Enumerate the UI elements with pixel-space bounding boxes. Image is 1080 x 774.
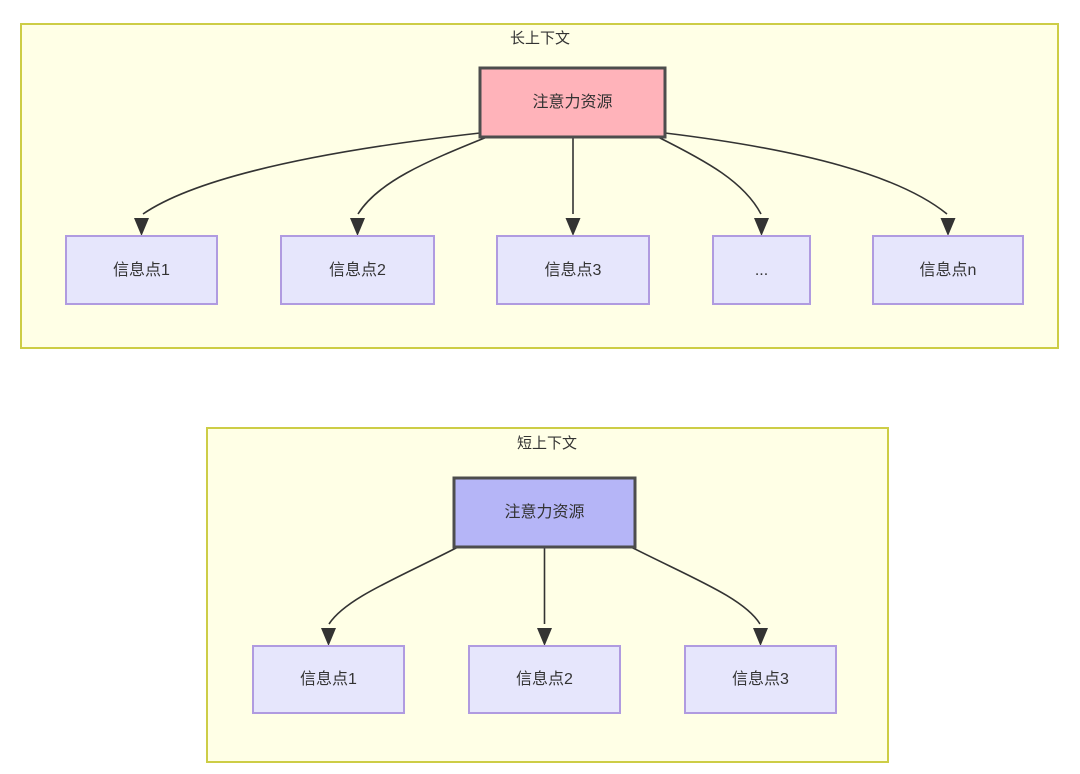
node-info-point-3-long[interactable]: 信息点3 — [496, 235, 650, 305]
node-box-attention-resource-short[interactable] — [452, 476, 637, 549]
arrowhead-info-2-short — [537, 628, 552, 646]
node-label-info-point-1-long: 信息点1 — [113, 261, 170, 279]
node-info-point-3-short[interactable]: 信息点3 — [684, 645, 837, 714]
edge-attention-to-info-n — [664, 132, 948, 215]
node-box-info-point-3-long[interactable] — [496, 235, 650, 305]
edge-attention-to-info-1 — [142, 132, 481, 215]
node-info-point-1-short[interactable]: 信息点1 — [252, 645, 405, 714]
arrowhead-info-1 — [134, 218, 149, 236]
arrowhead-info-n — [940, 218, 956, 236]
node-box-info-point-1-short[interactable] — [252, 645, 405, 714]
arrowhead-info-ellipsis — [754, 218, 769, 236]
panel-short-context: 短上下文 注意力资源 信息点1 信息点 — [206, 427, 889, 763]
panel-title-short-context: 短上下文 — [517, 435, 577, 452]
node-box-info-point-2-long[interactable] — [280, 235, 435, 305]
node-label-info-point-n-long: 信息点n — [920, 261, 977, 279]
panel-long-context: 长上下文 注意力资源 信息 — [20, 23, 1059, 349]
node-label-attention-resource-short: 注意力资源 — [504, 502, 584, 521]
edge-attention-to-info-ellipsis — [657, 136, 762, 215]
node-attention-resource-short[interactable]: 注意力资源 — [452, 476, 637, 549]
node-box-info-point-n-long[interactable] — [872, 235, 1024, 305]
node-box-info-point-2-short[interactable] — [468, 645, 621, 714]
edge-attention-to-info-3-short — [630, 546, 761, 625]
node-box-info-point-ellipsis-long[interactable] — [712, 235, 811, 305]
node-info-point-ellipsis-long[interactable]: ... — [712, 235, 811, 305]
node-info-point-n-long[interactable]: 信息点n — [872, 235, 1024, 305]
node-label-info-point-ellipsis-long: ... — [755, 262, 768, 279]
arrowhead-info-1-short — [321, 628, 336, 646]
edge-attention-to-info-1-short — [328, 546, 459, 625]
node-label-attention-resource-long: 注意力资源 — [532, 92, 612, 111]
arrowhead-info-3 — [565, 218, 581, 236]
node-box-info-point-1-long[interactable] — [65, 235, 218, 305]
node-label-info-point-1-short: 信息点1 — [300, 670, 357, 688]
node-label-info-point-3-short: 信息点3 — [732, 670, 789, 688]
node-label-info-point-2-short: 信息点2 — [516, 670, 573, 688]
node-attention-resource-long[interactable]: 注意力资源 — [478, 66, 667, 139]
edges-short-context — [321, 546, 768, 646]
node-label-info-point-3-long: 信息点3 — [545, 261, 602, 279]
arrowhead-info-2 — [350, 218, 365, 236]
node-info-point-2-short[interactable]: 信息点2 — [468, 645, 621, 714]
node-info-point-1-long[interactable]: 信息点1 — [65, 235, 218, 305]
node-info-point-2-long[interactable]: 信息点2 — [280, 235, 435, 305]
node-box-attention-resource-long[interactable] — [478, 66, 667, 139]
arrowhead-info-3-short — [753, 628, 768, 646]
panel-title-long-context: 长上下文 — [510, 30, 570, 47]
node-label-info-point-2-long: 信息点2 — [329, 261, 386, 279]
edges-long-context — [134, 132, 956, 236]
edge-attention-to-info-2 — [357, 136, 488, 215]
node-box-info-point-3-short[interactable] — [684, 645, 837, 714]
